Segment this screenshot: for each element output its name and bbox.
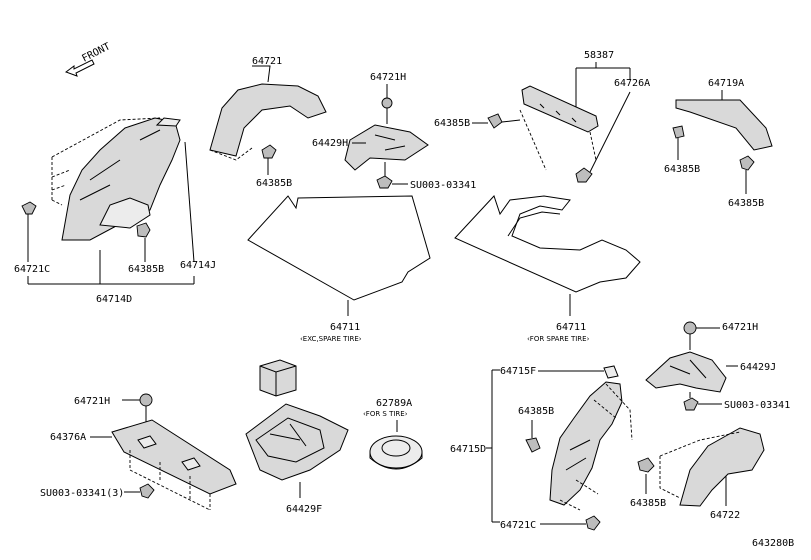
floor-mat-64711-exc-spare: [247, 195, 431, 301]
spare-tire-tray-64429F: [245, 403, 349, 481]
clip-icon: [672, 125, 685, 139]
clip-icon: [139, 483, 155, 499]
clip-icon: [637, 457, 655, 473]
label-64376A: 64376A: [50, 432, 86, 443]
tire-spacer-62789A: [369, 435, 423, 470]
label-64714D: 64714D: [96, 294, 132, 305]
label-64385B: 64385B: [664, 164, 700, 175]
label-64385B: 64385B: [518, 406, 554, 417]
label-64715D: 64715D: [450, 444, 486, 455]
label-64714J: 64714J: [180, 260, 216, 271]
clip-icon: [261, 144, 277, 159]
floor-mat-64711-for-spare: [454, 195, 641, 293]
label-64721C: 64721C: [14, 264, 50, 275]
label-64385B: 64385B: [434, 118, 470, 129]
clip-icon: [683, 321, 697, 335]
label-62789A: 62789A: [376, 398, 412, 409]
clip-icon: [376, 175, 393, 189]
label-64721H: 64721H: [722, 322, 758, 333]
trim-panel-58387: [519, 85, 599, 171]
label-64385B: 64385B: [630, 498, 666, 509]
label-64722: 64722: [710, 510, 740, 521]
label-64429H: 64429H: [312, 138, 348, 149]
trim-panel-64719A: [675, 99, 773, 151]
clip-icon: [683, 397, 699, 411]
caption-for-s-tire: ‹FOR S TIRE›: [363, 410, 408, 418]
wheelhouse-trim-64722: [659, 427, 765, 507]
clip-icon: [585, 515, 601, 531]
label-64429J: 64429J: [740, 362, 776, 373]
label-64715F: 64715F: [500, 366, 536, 377]
clip-icon: [136, 222, 151, 238]
label-64711: 64711: [556, 322, 586, 333]
front-label: FRONT: [80, 41, 112, 64]
label-64726A: 64726A: [614, 78, 650, 89]
front-arrow-icon: [64, 59, 95, 77]
clip-icon: [739, 155, 755, 171]
label-64385B: 64385B: [128, 264, 164, 275]
label-64385B: 64385B: [728, 198, 764, 209]
floor-panel-64376A: [111, 419, 237, 511]
label-64721H: 64721H: [370, 72, 406, 83]
label-64721H: 64721H: [74, 396, 110, 407]
label-64429F: 64429F: [286, 504, 322, 515]
bracket-64429H: [344, 124, 429, 171]
clip-icon: [21, 201, 37, 215]
wheelhouse-trim-64721: [209, 83, 327, 161]
label-64721: 64721: [252, 56, 282, 67]
label-SU003-03341: SU003-03341: [724, 400, 790, 411]
quarter-trim-64715D: [549, 365, 633, 511]
label-64711: 64711: [330, 322, 360, 333]
clip-icon: [575, 167, 593, 183]
side-trim-panel-64714D: [51, 117, 181, 241]
clip-icon: [381, 97, 393, 109]
clip-icon: [487, 113, 503, 129]
clip-icon: [139, 393, 153, 407]
clip-icon: [525, 437, 541, 453]
label-SU003-03341(3): SU003-03341(3): [40, 488, 124, 499]
bracket-64429J: [645, 351, 727, 393]
label-64721C: 64721C: [500, 520, 536, 531]
caption-exc-spare-tire: ‹EXC,SPARE TIRE›: [300, 335, 362, 343]
caption-for-spare-tire: ‹FOR SPARE TIRE›: [527, 335, 590, 343]
diagram-id: 643280B: [752, 538, 794, 549]
label-64719A: 64719A: [708, 78, 744, 89]
spare-tire-box-64429F: [259, 359, 297, 397]
label-58387: 58387: [584, 50, 614, 61]
label-SU003-03341: SU003-03341: [410, 180, 476, 191]
label-64385B: 64385B: [256, 178, 292, 189]
